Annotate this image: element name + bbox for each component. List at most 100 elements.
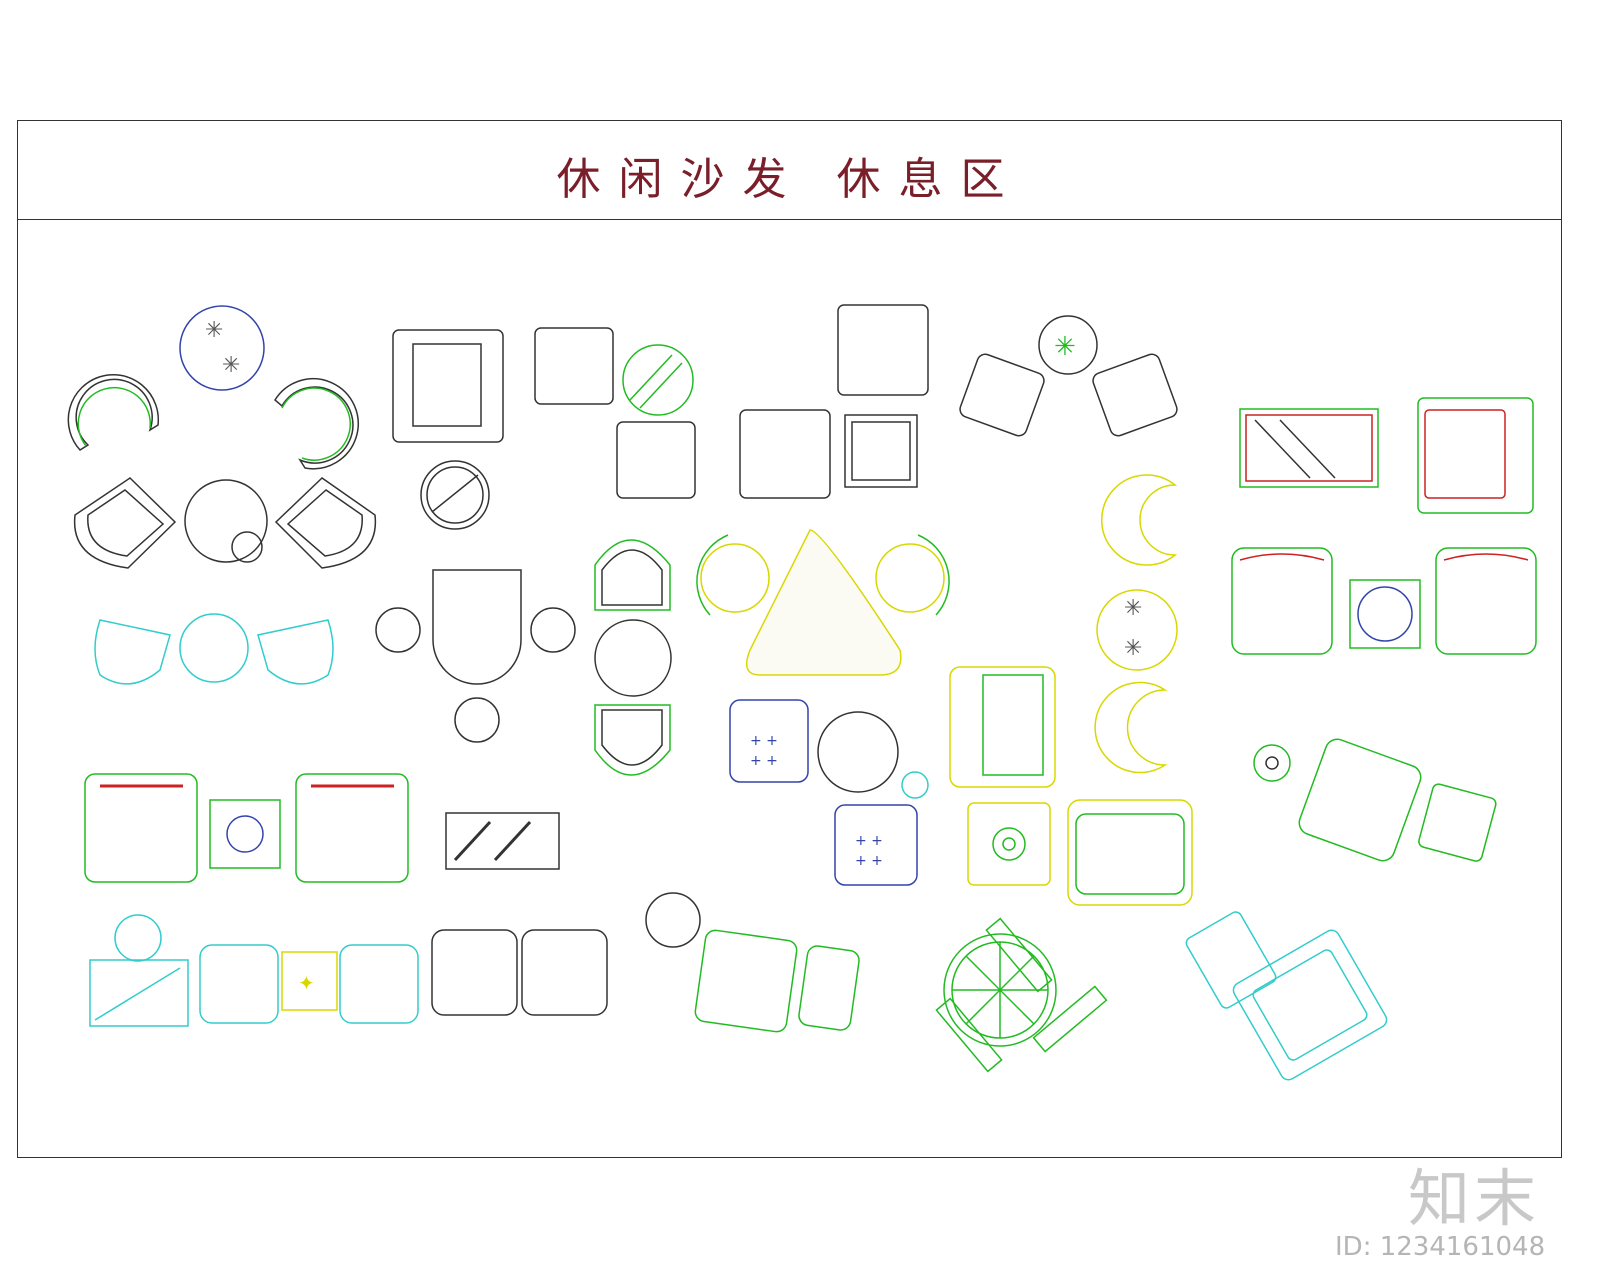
group-arc-chairs-top-left: ✳ ✳ bbox=[67, 305, 377, 569]
arc-chair-green-trim bbox=[281, 387, 351, 461]
tub-chair bbox=[73, 477, 177, 569]
round-table bbox=[817, 711, 899, 793]
group-blue-tufted-chairs: + + + + + + + + bbox=[729, 699, 929, 886]
round-side-table bbox=[645, 892, 701, 948]
tuft-icon: + + bbox=[750, 753, 778, 769]
lamp bbox=[901, 771, 929, 799]
tub-chair bbox=[87, 489, 165, 557]
green-armchair bbox=[295, 773, 409, 883]
spoke bbox=[965, 955, 1035, 1025]
arc-chair-green-trim bbox=[77, 387, 152, 447]
green-side-table bbox=[209, 799, 281, 869]
group-chairs-plant: ✳ bbox=[959, 315, 1178, 437]
green-armchair bbox=[84, 773, 198, 883]
green-chair bbox=[594, 539, 671, 611]
green-chair-outline bbox=[601, 709, 663, 766]
green-round-table bbox=[622, 344, 694, 416]
armchair-seat-red bbox=[1424, 409, 1506, 499]
yellow-sofa bbox=[949, 666, 1056, 788]
group-green-sofa-left bbox=[84, 773, 560, 883]
plant-pot bbox=[1038, 315, 1098, 375]
plant-icon: ✳ bbox=[1124, 596, 1142, 621]
round-side-table bbox=[420, 460, 490, 530]
bench bbox=[985, 917, 1053, 993]
armchair-rotated bbox=[1092, 353, 1178, 437]
round-end-table bbox=[432, 569, 522, 685]
group-right-top bbox=[1231, 397, 1537, 655]
side-table bbox=[1349, 579, 1421, 649]
yellow-side-table bbox=[967, 802, 1051, 886]
side-table-lamp bbox=[992, 827, 1026, 861]
lounge-chair bbox=[694, 929, 798, 1033]
sofa-back-green bbox=[982, 674, 1044, 776]
armchair-back-red bbox=[1239, 553, 1325, 561]
armchair-seat bbox=[412, 343, 482, 427]
square-table bbox=[844, 414, 918, 488]
cyan-lounge-inner bbox=[1252, 949, 1368, 1061]
stool bbox=[454, 697, 500, 743]
flower-table bbox=[1357, 586, 1413, 642]
armchair bbox=[837, 304, 929, 396]
moon-chair bbox=[1101, 474, 1178, 566]
cyan-corner-table bbox=[89, 959, 189, 1027]
group-green-lounge bbox=[645, 892, 860, 1033]
triangle-table bbox=[745, 529, 902, 676]
cyan-ottoman bbox=[1185, 911, 1277, 1009]
group-round-spoke-table bbox=[935, 917, 1108, 1073]
ottoman bbox=[1418, 783, 1497, 862]
ottoman bbox=[798, 945, 860, 1031]
title-bar: 休闲沙发 休息区 bbox=[18, 121, 1561, 220]
glass-coffee-table bbox=[445, 812, 560, 870]
tufted-chair bbox=[834, 804, 918, 886]
yellow-stool bbox=[700, 543, 770, 613]
group-triangle-table bbox=[696, 529, 950, 676]
tuft-icon: + + bbox=[855, 853, 883, 869]
lamp-table bbox=[1253, 744, 1291, 782]
round-table bbox=[594, 619, 672, 697]
round-side-table-inner bbox=[426, 466, 484, 524]
green-armchair bbox=[1435, 547, 1537, 655]
lamp-table-core bbox=[1265, 756, 1279, 770]
cyan-chair bbox=[257, 619, 334, 685]
side-table-lamp bbox=[226, 815, 264, 853]
plant-icon: ✳ bbox=[222, 353, 240, 378]
cyan-chair bbox=[94, 619, 171, 685]
plant-icon: ✳ bbox=[1054, 332, 1076, 362]
cyan-armchair bbox=[199, 944, 279, 1024]
green-chair-outline bbox=[601, 549, 663, 606]
armchair-small bbox=[616, 421, 696, 499]
glass-hatch bbox=[453, 820, 492, 862]
armchair bbox=[739, 409, 831, 499]
group-cyan-sofa-bottom: ✦ bbox=[89, 914, 608, 1027]
tub-chair bbox=[286, 489, 363, 557]
cyan-armchair bbox=[339, 944, 419, 1024]
side-table-lamp-core bbox=[1002, 837, 1016, 851]
group-round-dining bbox=[375, 569, 576, 743]
tuft-icon: + + bbox=[855, 833, 883, 849]
glass-hatch bbox=[629, 354, 673, 401]
black-armchair bbox=[431, 929, 518, 1016]
page-title: 休闲沙发 休息区 bbox=[556, 154, 1023, 205]
lamp-icon: ✦ bbox=[298, 971, 315, 995]
green-chair-back bbox=[917, 534, 950, 616]
plant-icon: ✳ bbox=[205, 318, 223, 343]
glass-hatch bbox=[1279, 419, 1336, 479]
green-chair bbox=[594, 704, 671, 776]
spoke-table bbox=[943, 933, 1057, 1047]
drawing-frame: 休闲沙发 休息区 bbox=[17, 120, 1562, 1158]
glass-table-inner bbox=[1245, 414, 1373, 482]
glass-hatch bbox=[493, 820, 532, 862]
arc-chair bbox=[274, 378, 359, 470]
cyan-planter bbox=[114, 914, 162, 962]
tuft-icon: + + bbox=[750, 733, 778, 749]
armchair-back-red bbox=[1443, 553, 1529, 561]
tub-chair bbox=[274, 477, 377, 569]
group-black-sofa-center bbox=[739, 304, 929, 499]
group-black-armchairs bbox=[392, 327, 696, 530]
tufted-chair bbox=[729, 699, 809, 783]
green-armchair bbox=[1231, 547, 1333, 655]
green-chair-back bbox=[696, 534, 729, 616]
green-armchair-rotated bbox=[1298, 738, 1422, 862]
glass-hatch bbox=[639, 362, 683, 409]
